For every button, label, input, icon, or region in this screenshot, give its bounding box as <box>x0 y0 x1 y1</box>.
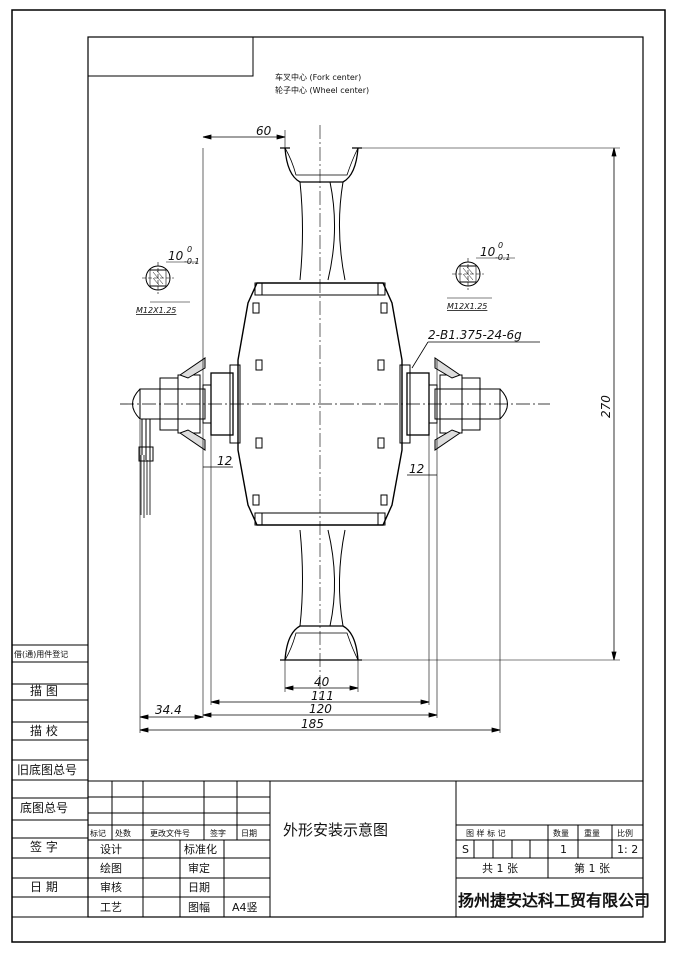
role-3: 工艺 <box>100 901 122 914</box>
side-label-6: 日 期 <box>30 880 58 894</box>
rev-header-2: 更改文件号 <box>150 828 190 838</box>
dim-60: 60 <box>256 124 272 138</box>
qty-label: 数量 <box>553 828 569 838</box>
hub-motor-drawing <box>120 125 620 733</box>
side-label-1: 描 图 <box>30 684 58 698</box>
outer-frame <box>11 9 666 943</box>
dim-34-4: 34.4 <box>155 703 182 717</box>
role-2: 审核 <box>100 880 122 894</box>
approval-1: 审定 <box>188 861 210 875</box>
company-name: 扬州捷安达科工贸有限公司 <box>458 891 650 910</box>
wheel-center-note: 轮子中心 (Wheel center) <box>275 85 369 95</box>
section-detail-left <box>142 261 198 303</box>
dim-40: 40 <box>314 675 330 689</box>
dim-12-right: 12 <box>409 462 424 476</box>
dim-185: 185 <box>301 717 324 731</box>
sheet-size: A4竖 <box>232 901 258 914</box>
dim-270: 270 <box>599 395 613 418</box>
dimension-lines <box>139 134 617 733</box>
stage-value: S <box>462 843 469 856</box>
tol-main-right: 10 <box>480 245 496 259</box>
section-detail-right <box>447 257 515 299</box>
sheet-number: 第 1 张 <box>574 861 610 875</box>
role-0: 设计 <box>100 843 122 856</box>
side-label-4: 底图总号 <box>20 800 68 815</box>
dim-111: 111 <box>311 689 334 703</box>
thread-label-right: M12X1.25 <box>447 302 487 311</box>
tol-upper-left: 0 <box>187 245 192 254</box>
side-label-2: 描 校 <box>30 723 58 738</box>
corner-box <box>87 36 254 77</box>
qty-value: 1 <box>560 843 567 856</box>
thread-label-left: M12X1.25 <box>136 306 176 315</box>
dim-12-left: 12 <box>217 454 232 468</box>
side-label-0: 借(通)用件登记 <box>14 649 68 659</box>
sheets-total: 共 1 张 <box>482 862 518 875</box>
side-strip <box>12 644 88 918</box>
rev-header-3: 签字 <box>210 828 226 838</box>
side-label-5: 签 字 <box>30 839 58 854</box>
inner-frame <box>87 36 644 918</box>
role-1: 绘图 <box>100 861 122 875</box>
rev-header-4: 日期 <box>241 829 257 838</box>
scale-value: 1: 2 <box>617 843 638 856</box>
dim-120: 120 <box>309 702 332 716</box>
tol-upper-right: 0 <box>498 241 503 250</box>
weight-label: 重量 <box>584 828 600 838</box>
scale-label: 比例 <box>617 828 633 838</box>
side-label-3: 旧底图总号 <box>17 762 77 777</box>
tol-lower-right: -0.1 <box>495 253 511 262</box>
stage-label: 图 样 标 记 <box>466 828 506 838</box>
tol-lower-left: -0.1 <box>184 257 200 266</box>
thread-spec: 2-B1.375-24-6g <box>428 328 522 342</box>
approval-0: 标准化 <box>184 842 217 856</box>
title-block <box>88 780 643 917</box>
rev-header-1: 处数 <box>115 828 131 838</box>
approval-2: 日期 <box>188 881 210 894</box>
drawing-title: 外形安装示意图 <box>283 821 388 839</box>
fork-center-note: 车叉中心 (Fork center) <box>275 72 361 82</box>
tol-main-left: 10 <box>168 249 184 263</box>
approval-3: 图幅 <box>188 901 210 914</box>
rev-header-0: 标记 <box>90 828 106 838</box>
